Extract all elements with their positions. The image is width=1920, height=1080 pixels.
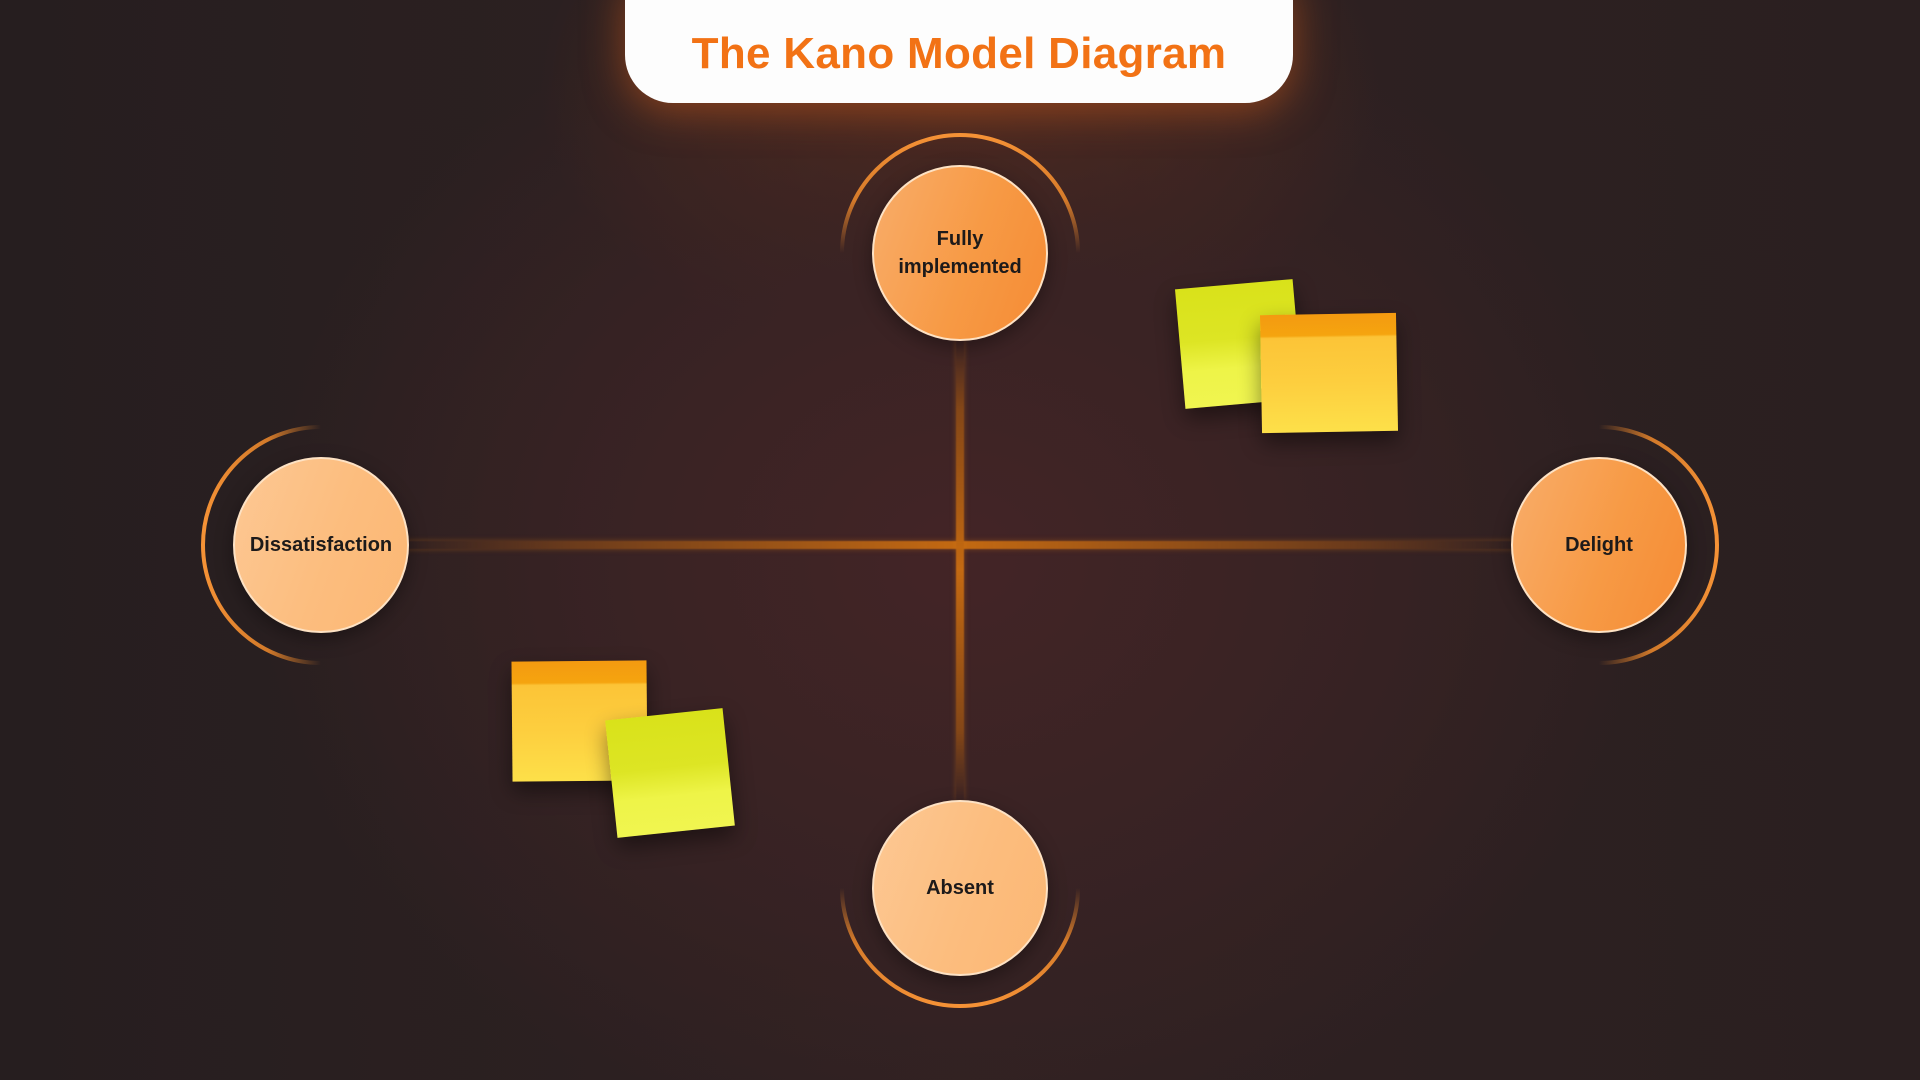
ring-arc-bottom (840, 768, 1080, 1008)
node-absent[interactable]: Absent (872, 800, 1048, 976)
sticky-note-green[interactable] (605, 708, 735, 838)
node-fully-implemented[interactable]: Fully implemented (872, 165, 1048, 341)
title-card: The Kano Model Diagram (625, 0, 1293, 103)
vertical-axis (956, 340, 964, 800)
node-delight[interactable]: Delight (1511, 457, 1687, 633)
node-dissatisfaction[interactable]: Dissatisfaction (233, 457, 409, 633)
node-label: Absent (926, 877, 994, 899)
sticky-note-orange[interactable] (1259, 312, 1399, 434)
node-label: Delight (1565, 534, 1633, 556)
ring-arc-top (840, 133, 1080, 373)
node-label: Fully implemented (898, 228, 1022, 278)
ring-arc-right (1479, 425, 1719, 665)
page-title: The Kano Model Diagram (691, 29, 1227, 78)
node-label: Dissatisfaction (249, 534, 393, 556)
ring-arc-left (201, 425, 441, 665)
